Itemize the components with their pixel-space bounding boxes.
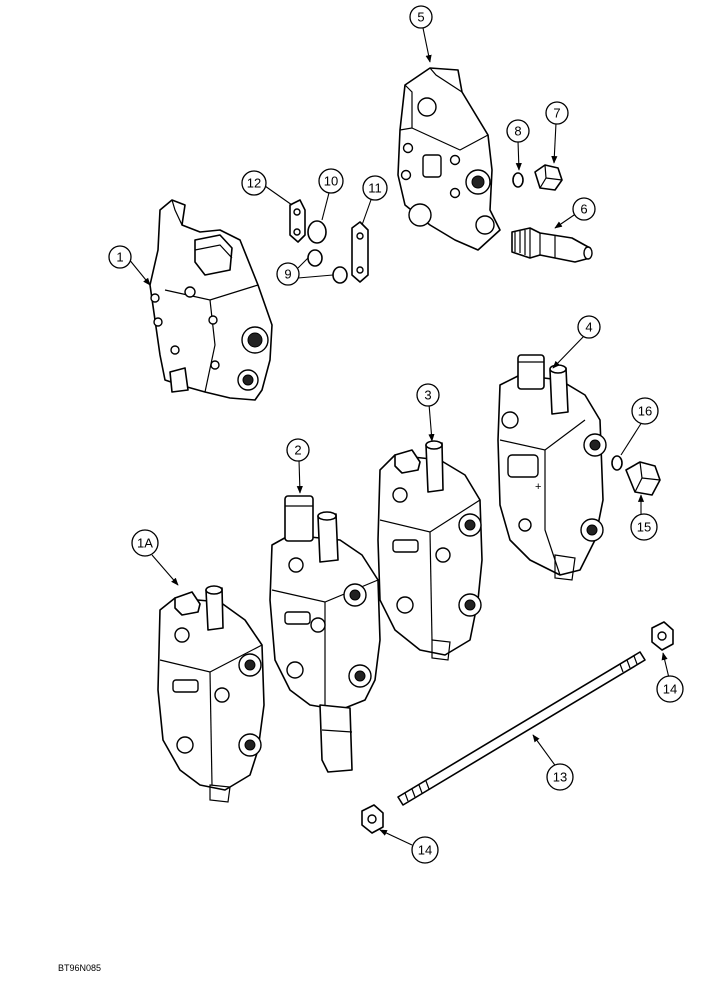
callout-8-label: 8 [514,124,521,139]
callout-5: 5 [409,5,433,29]
callout-5-label: 5 [417,10,424,25]
part-15-plug [625,461,661,496]
callout-14-bottom-label: 14 [418,843,432,858]
callout-12: 12 [241,170,267,196]
callout-12-label: 12 [247,176,261,191]
callout-13-label: 13 [553,770,567,785]
callout-1a: 1A [131,529,159,557]
part-10-o-ring [307,220,327,244]
callout-9: 9 [276,262,300,286]
callout-16-label: 16 [638,404,652,419]
callout-3: 3 [416,383,440,407]
callout-14-top-label: 14 [663,682,677,697]
part-9-o-ring-a [307,249,323,267]
part-3-valve-section [377,440,483,661]
part-8-o-ring [512,172,524,188]
part-9-o-ring-b [332,266,348,284]
part-14-nut-bottom [361,804,384,834]
callout-14-bottom: 14 [411,836,439,864]
callout-8: 8 [506,119,530,143]
callout-11-label: 11 [368,181,382,196]
callout-2: 2 [286,438,310,462]
part-2-valve-section [269,495,381,773]
part-16-o-ring [611,455,623,471]
callout-14-top: 14 [656,675,684,703]
callout-4: 4 [577,315,601,339]
part-6-cartridge [511,227,593,263]
part-7-plug [534,164,563,191]
callout-7: 7 [545,101,569,125]
callout-6-label: 6 [580,202,587,217]
part-1a-valve-section [157,585,265,803]
callout-9-label: 9 [284,267,291,282]
callout-11: 11 [362,175,388,201]
callout-3-label: 3 [424,388,431,403]
part-4-valve-section: + [497,354,607,581]
callout-1-label: 1 [116,250,123,265]
callout-10-label: 10 [324,174,338,189]
callout-6: 6 [572,197,596,221]
part-12-gasket [289,199,306,243]
part-11-gasket [351,221,369,283]
callout-10: 10 [318,168,344,194]
callout-1: 1 [108,245,132,269]
leader-lines [127,27,670,846]
callout-15: 15 [630,513,658,541]
part-13-tie-rod [397,651,646,806]
callout-13: 13 [546,763,574,791]
svg-text:+: + [535,481,541,493]
part-5-end-cover [397,67,501,251]
callout-16: 16 [631,397,659,425]
callout-4-label: 4 [585,320,592,335]
part-1-inlet-section [149,199,273,401]
callout-15-label: 15 [637,520,651,535]
part-14-nut-top [651,621,674,651]
callout-1a-label: 1A [137,536,153,551]
callout-2-label: 2 [294,443,301,458]
drawing-code: BT96N085 [58,963,101,973]
callout-7-label: 7 [553,106,560,121]
